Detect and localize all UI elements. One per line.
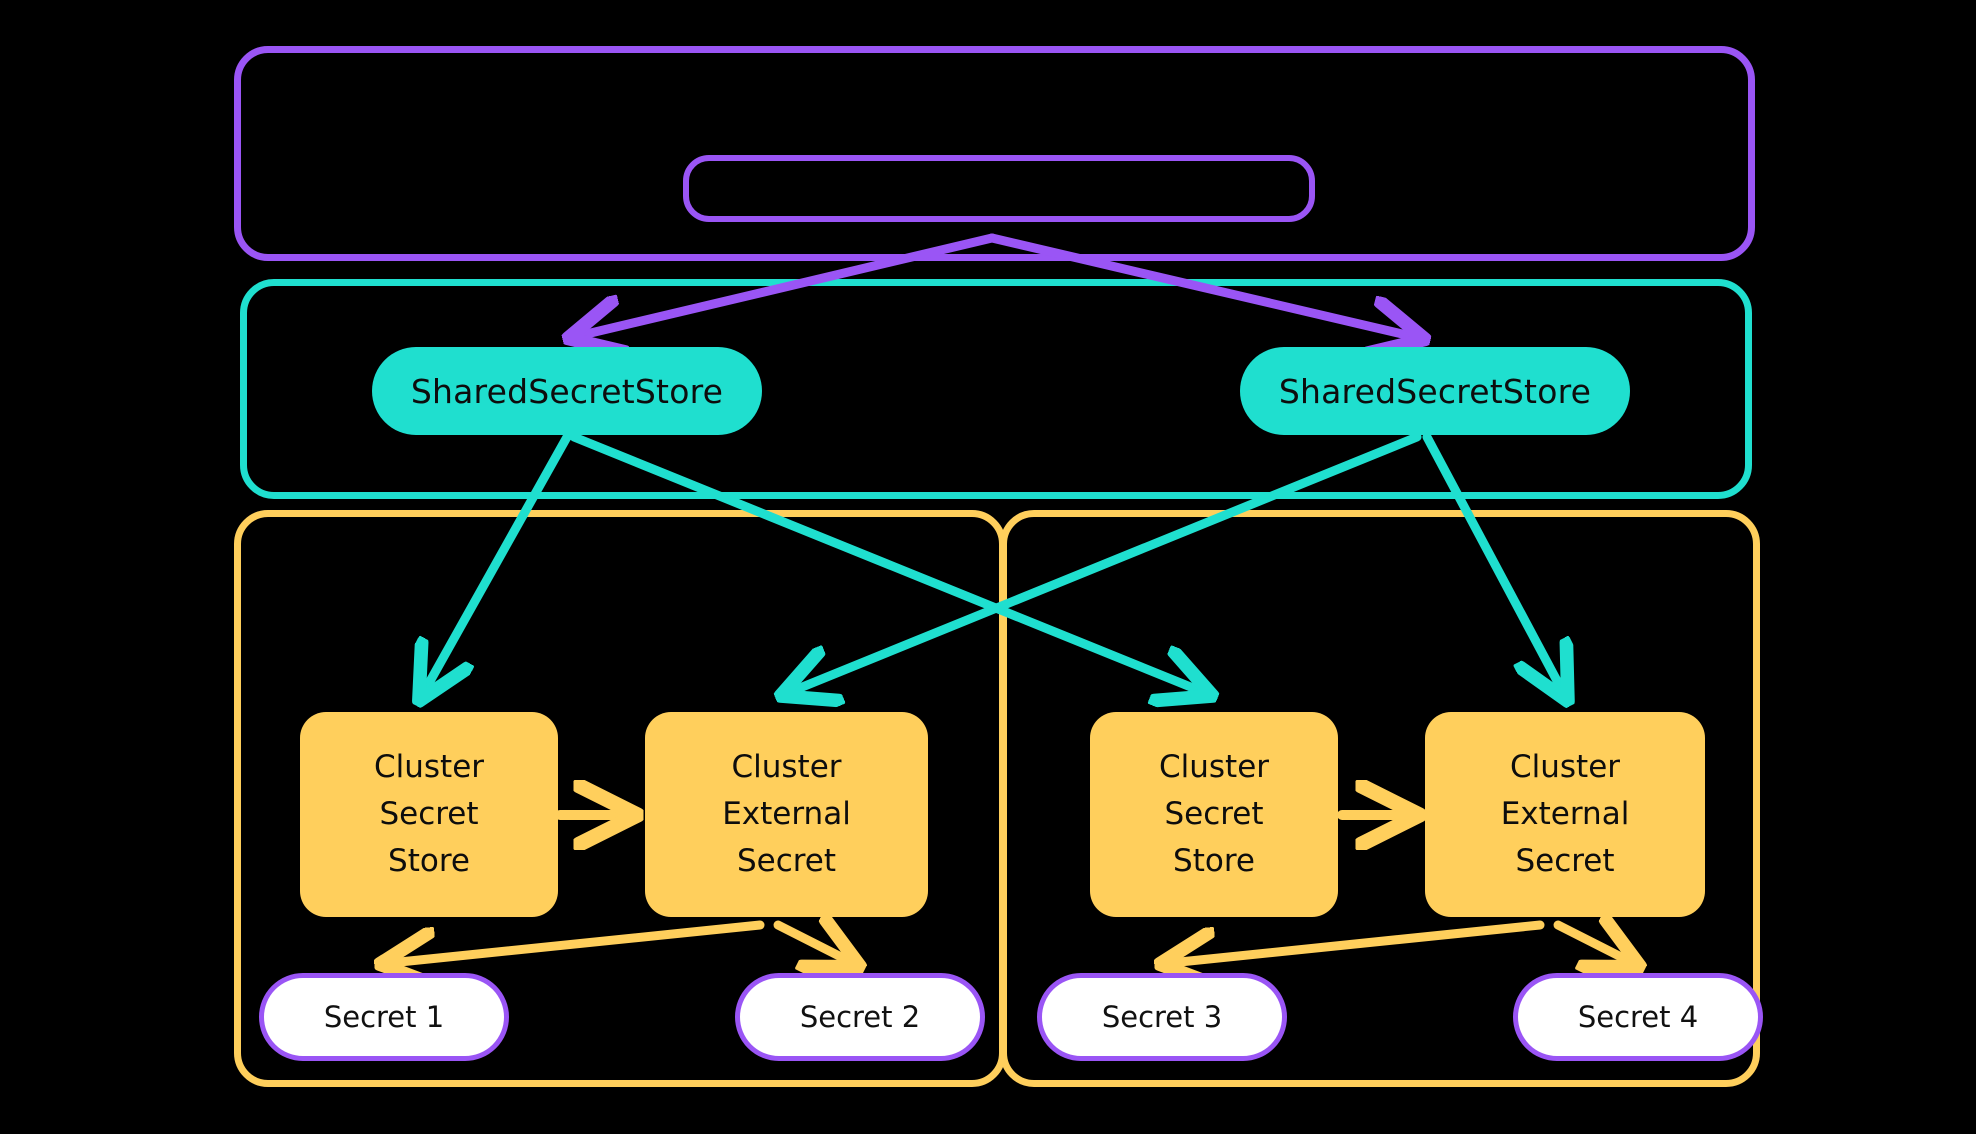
node-label-line: Cluster: [1158, 749, 1270, 785]
node-label: Secret 4: [1577, 1000, 1699, 1034]
node-label-line: Cluster: [373, 749, 485, 785]
node-label-line: Store: [1173, 843, 1255, 879]
top-inner-empty-box[interactable]: [683, 155, 1315, 222]
node-shared-secret-store-left[interactable]: SharedSecretStore: [372, 347, 762, 435]
node-secret-3[interactable]: Secret 3: [1037, 973, 1287, 1061]
node-label: SharedSecretStore: [1278, 371, 1592, 411]
node-label-line: Secret: [1515, 843, 1615, 879]
container-cluster-scope: [234, 46, 1755, 261]
node-label: Secret 3: [1101, 1000, 1223, 1034]
node-label: Secret 1: [323, 1000, 445, 1034]
node-label-line: External: [722, 796, 851, 832]
node-label-line: External: [1500, 796, 1630, 832]
node-label-line: Cluster: [1509, 749, 1621, 785]
node-secret-4[interactable]: Secret 4: [1513, 973, 1763, 1061]
node-secret-2[interactable]: Secret 2: [735, 973, 985, 1061]
node-label: Secret 2: [799, 1000, 921, 1034]
node-cluster-secret-store-right[interactable]: Cluster Secret Store: [1090, 712, 1338, 917]
node-label-line: Secret: [379, 796, 479, 832]
node-shared-secret-store-right[interactable]: SharedSecretStore: [1240, 347, 1630, 435]
node-cluster-external-secret-right[interactable]: Cluster External Secret: [1425, 712, 1705, 917]
node-secret-1[interactable]: Secret 1: [259, 973, 509, 1061]
node-label-line: Secret: [1164, 796, 1264, 832]
node-label-line: Cluster: [731, 749, 842, 785]
node-cluster-secret-store-left[interactable]: Cluster Secret Store: [300, 712, 558, 917]
node-label-line: Store: [388, 843, 470, 879]
node-label: SharedSecretStore: [410, 371, 724, 411]
node-cluster-external-secret-left[interactable]: Cluster External Secret: [645, 712, 928, 917]
node-label-line: Secret: [736, 843, 837, 879]
